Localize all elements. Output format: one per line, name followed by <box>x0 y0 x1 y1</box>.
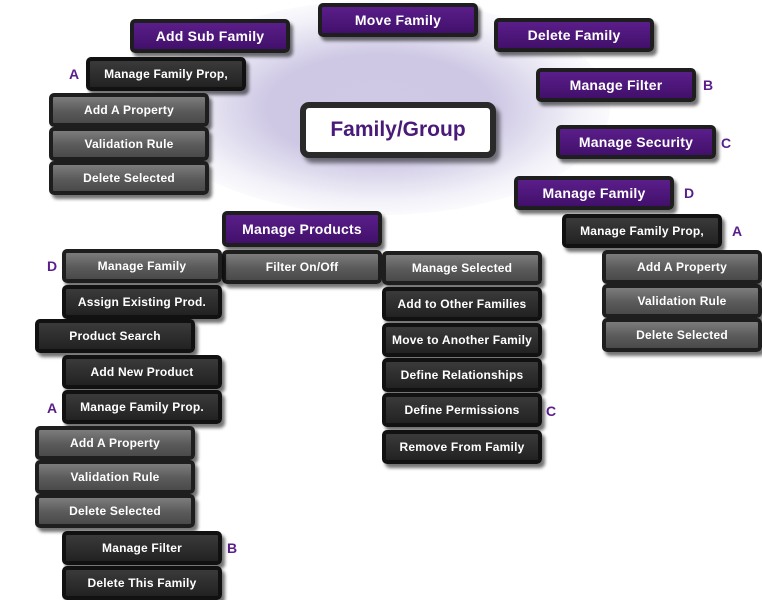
manage-products-button[interactable]: Manage Products <box>222 211 382 247</box>
marker-a-left: A <box>47 400 58 416</box>
add-a-property-button-right[interactable]: Add A Property <box>602 250 762 284</box>
remove-from-family-button[interactable]: Remove From Family <box>382 430 542 464</box>
add-new-product-button[interactable]: Add New Product <box>62 355 222 389</box>
manage-filter-button-bottom[interactable]: Manage Filter <box>62 531 222 565</box>
define-relationships-button[interactable]: Define Relationships <box>382 358 542 392</box>
manage-family-button-right[interactable]: Manage Family <box>514 176 674 210</box>
validation-rule-button-left[interactable]: Validation Rule <box>35 460 195 494</box>
assign-existing-prod-button[interactable]: Assign Existing Prod. <box>62 285 222 319</box>
manage-family-prop-button-right[interactable]: Manage Family Prop, <box>562 214 722 248</box>
validation-rule-button-right[interactable]: Validation Rule <box>602 284 762 318</box>
add-to-other-families-button[interactable]: Add to Other Families <box>382 287 542 321</box>
filter-on-off-button[interactable]: Filter On/Off <box>222 250 382 284</box>
manage-selected-button[interactable]: Manage Selected <box>382 251 542 285</box>
define-permissions-button[interactable]: Define Permissions <box>382 393 542 427</box>
product-search-button[interactable]: Product Search <box>35 319 195 353</box>
marker-a-top-left: A <box>69 66 80 82</box>
family-group-label: Family/Group <box>330 118 466 141</box>
add-a-property-button-top-left[interactable]: Add A Property <box>49 93 209 127</box>
marker-d-right: D <box>684 185 695 201</box>
marker-b-top: B <box>703 77 714 93</box>
family-group-center-node[interactable]: Family/Group <box>300 102 496 158</box>
marker-b-bottom: B <box>227 540 238 556</box>
marker-c-permissions: C <box>546 403 557 419</box>
manage-family-prop-button-top-left[interactable]: Manage Family Prop, <box>86 57 246 91</box>
validation-rule-button-top-left[interactable]: Validation Rule <box>49 127 209 161</box>
delete-selected-button-right[interactable]: Delete Selected <box>602 318 762 352</box>
move-family-button[interactable]: Move Family <box>318 3 478 37</box>
manage-family-button-left[interactable]: Manage Family <box>62 249 222 283</box>
manage-filter-button-top[interactable]: Manage Filter <box>536 68 696 102</box>
move-to-another-family-button[interactable]: Move to Another Family <box>382 323 542 357</box>
marker-d-left: D <box>47 258 58 274</box>
delete-selected-button-left[interactable]: Delete Selected <box>35 494 195 528</box>
marker-c-security: C <box>721 135 732 151</box>
add-sub-family-button[interactable]: Add Sub Family <box>130 19 290 53</box>
delete-family-button[interactable]: Delete Family <box>494 18 654 52</box>
manage-security-button[interactable]: Manage Security <box>556 125 716 159</box>
manage-family-prop-button-left[interactable]: Manage Family Prop. <box>62 390 222 424</box>
delete-this-family-button[interactable]: Delete This Family <box>62 566 222 600</box>
add-a-property-button-left[interactable]: Add A Property <box>35 426 195 460</box>
marker-a-right: A <box>732 223 743 239</box>
delete-selected-button-top-left[interactable]: Delete Selected <box>49 161 209 195</box>
